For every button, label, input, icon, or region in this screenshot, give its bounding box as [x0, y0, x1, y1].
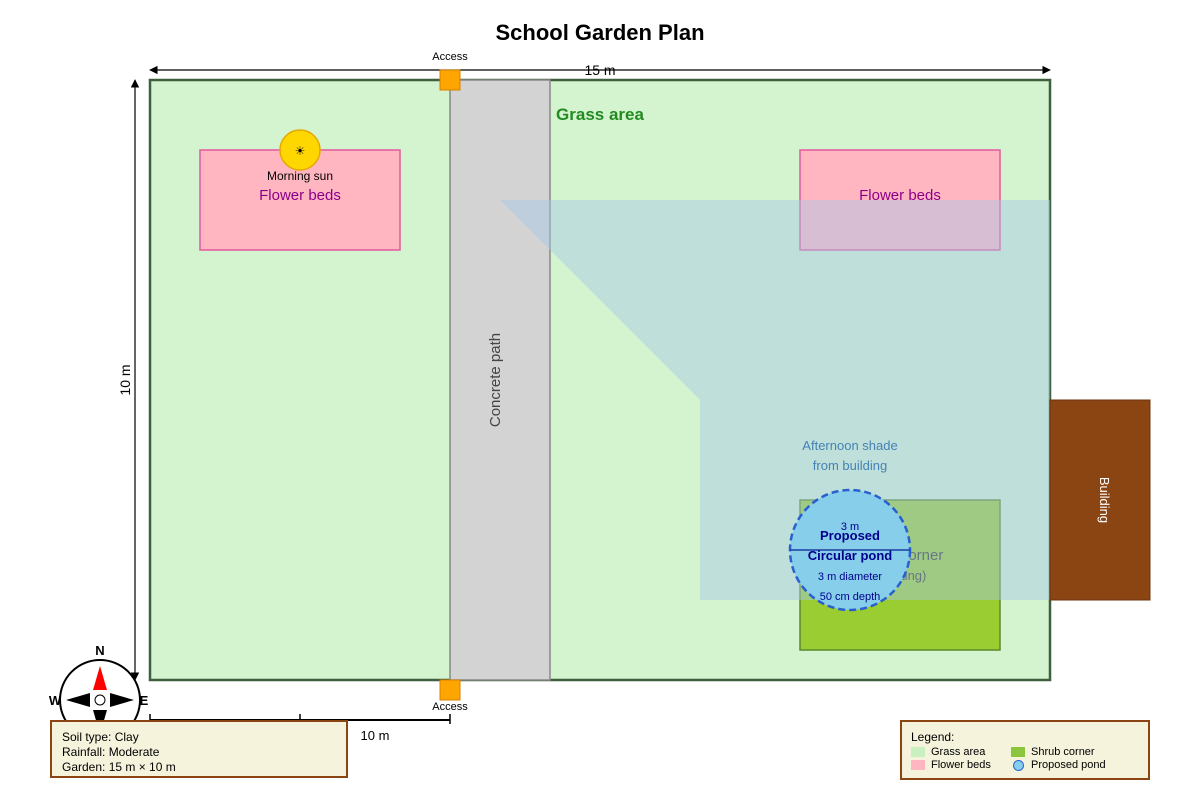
- legend: Legend: Grass area Shrub corner Flower b…: [900, 720, 1150, 780]
- flower-bed-left-label: Flower beds: [259, 187, 341, 204]
- legend-label-shrub: Shrub corner: [1031, 746, 1095, 758]
- compass-west-label: W: [49, 693, 62, 708]
- sun-label: Morning sun: [267, 169, 333, 183]
- compass-east-label: E: [140, 693, 149, 708]
- flower-bed-right-label: Flower beds: [859, 187, 941, 204]
- sun-symbol: ☀: [295, 144, 306, 158]
- legend-item-pond: Proposed pond: [1011, 759, 1131, 771]
- flower-bed-right: [799, 149, 1001, 251]
- site-info-box: Soil type: Clay Rainfall: Moderate Garde…: [50, 720, 348, 778]
- width-dimension-label: 15 m: [584, 62, 615, 78]
- concrete-path: [449, 79, 551, 681]
- access-point-bottom: [439, 679, 461, 701]
- legend-label-grass: Grass area: [931, 746, 986, 758]
- access-label-bottom: Access: [432, 701, 468, 713]
- legend-item-flower-beds: Flower beds: [911, 759, 1001, 771]
- pond-diameter-text: 3 m diameter: [818, 571, 883, 583]
- access-point-top: [439, 69, 461, 91]
- access-label-top: Access: [432, 51, 468, 63]
- legend-swatch-pond: [1013, 759, 1024, 771]
- page-title: School Garden Plan: [495, 20, 704, 45]
- pond-label-line2: Circular pond: [808, 548, 893, 563]
- soil-type-text: Soil type: Clay: [62, 730, 139, 744]
- height-dimension-label: 10 m: [117, 364, 133, 395]
- shade-label-line2: from building: [813, 458, 887, 473]
- sun-icon: [279, 129, 321, 171]
- legend-swatch-shrub: [1011, 747, 1025, 757]
- building: [1049, 399, 1151, 601]
- legend-title: Legend:: [911, 730, 955, 744]
- concrete-path-label: Concrete path: [487, 333, 504, 427]
- grass-area-label: Grass area: [556, 105, 644, 124]
- legend-swatch-grass: [911, 747, 925, 757]
- pond-diameter-label: 3 m: [841, 521, 859, 533]
- compass-north-label: N: [95, 643, 104, 658]
- building-label: Building: [1097, 477, 1112, 523]
- legend-swatch-flower-beds: [911, 760, 925, 770]
- legend-label-pond: Proposed pond: [1031, 759, 1106, 771]
- legend-item-shrub: Shrub corner: [1011, 746, 1131, 758]
- scale-bar-label: 10 m: [361, 728, 390, 743]
- afternoon-shade-area: [500, 200, 1050, 600]
- legend-label-flower-beds: Flower beds: [931, 759, 991, 771]
- shade-label-line1: Afternoon shade: [802, 438, 897, 453]
- garden-size-text: Garden: 15 m × 10 m: [62, 760, 176, 774]
- rainfall-text: Rainfall: Moderate: [62, 745, 160, 759]
- pond-depth-text: 50 cm depth: [820, 591, 881, 603]
- legend-item-grass: Grass area: [911, 746, 1001, 758]
- pond-label-line1: Proposed: [820, 528, 880, 543]
